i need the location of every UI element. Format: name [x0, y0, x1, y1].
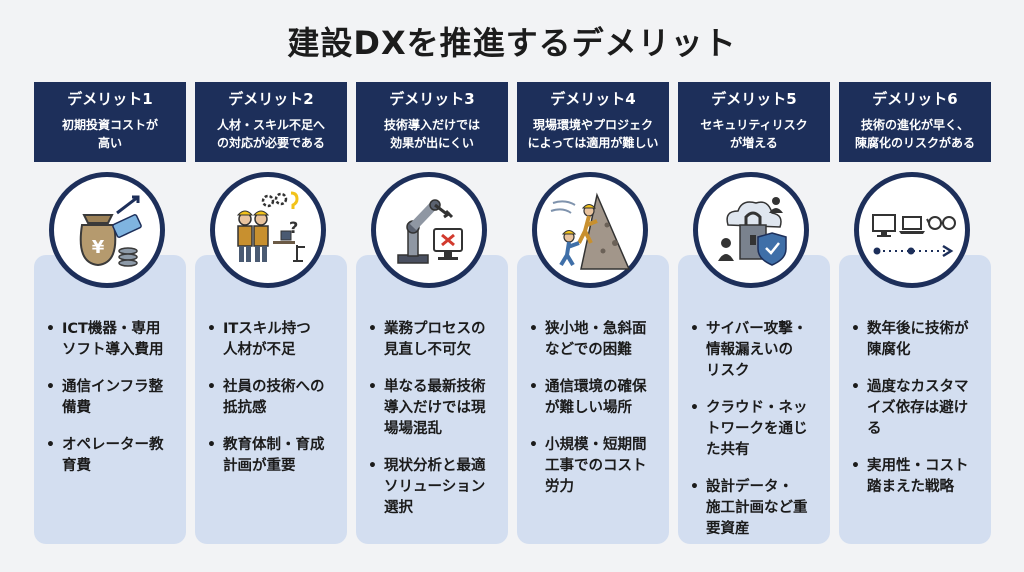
column-description: 現場環境やプロジェク によっては適用が難しい [527, 118, 659, 150]
column-description: 技術導入だけでは 効果が出にくい [383, 118, 480, 150]
svg-text:¥: ¥ [92, 237, 105, 258]
icon-badge [693, 172, 809, 288]
column-header: デメリット5 セキュリティリスク が増える [678, 82, 830, 162]
demerit-column-6: デメリット6 技術の進化が早く、 陳腐化のリスクがある [839, 82, 991, 544]
steep-slope-workers-icon [550, 192, 631, 270]
column-header: デメリット3 技術導入だけでは 効果が出にくい [356, 82, 508, 162]
money-bag-yen-icon: ¥ [79, 195, 142, 267]
column-header: デメリット6 技術の進化が早く、 陳腐化のリスクがある [839, 82, 991, 162]
robot-arm-error-icon [397, 199, 463, 264]
column-description: セキュリティリスク が増える [700, 118, 808, 150]
column-title: デメリット4 [550, 90, 636, 108]
icon-badge: ? [210, 172, 326, 288]
column-header: デメリット1 初期投資コストが 高い [34, 82, 186, 162]
column-title: デメリット1 [67, 90, 153, 108]
column-description: 人材・スキル不足へ の対応が必要である [216, 118, 325, 150]
column-description: 技術の進化が早く、 陳腐化のリスクがある [854, 118, 975, 150]
column-header: デメリット2 人材・スキル不足へ の対応が必要である [195, 82, 347, 162]
device-evolution-icon [872, 214, 956, 258]
column-title: デメリット5 [711, 90, 797, 108]
svg-text:?: ? [289, 218, 298, 237]
column-title: デメリット3 [389, 90, 475, 108]
column-title: デメリット6 [872, 90, 958, 108]
demerit-column-2: デメリット2 人材・スキル不足へ の対応が必要である ? [195, 82, 347, 544]
icon-badge [532, 172, 648, 288]
demerit-column-4: デメリット4 現場環境やプロジェク によっては適用が難しい 狭小地・急斜面などで… [517, 82, 669, 544]
column-title: デメリット2 [228, 90, 314, 108]
icon-badge [371, 172, 487, 288]
workers-skill-gap-icon: ? [236, 191, 305, 262]
cloud-security-lock-icon [718, 197, 787, 266]
column-header: デメリット4 現場環境やプロジェク によっては適用が難しい [517, 82, 669, 162]
page-title: 建設DXを推進するデメリット [287, 24, 737, 62]
icon-badge [854, 172, 970, 288]
icon-badge: ¥ [49, 172, 165, 288]
column-description: 初期投資コストが 高い [61, 118, 158, 150]
